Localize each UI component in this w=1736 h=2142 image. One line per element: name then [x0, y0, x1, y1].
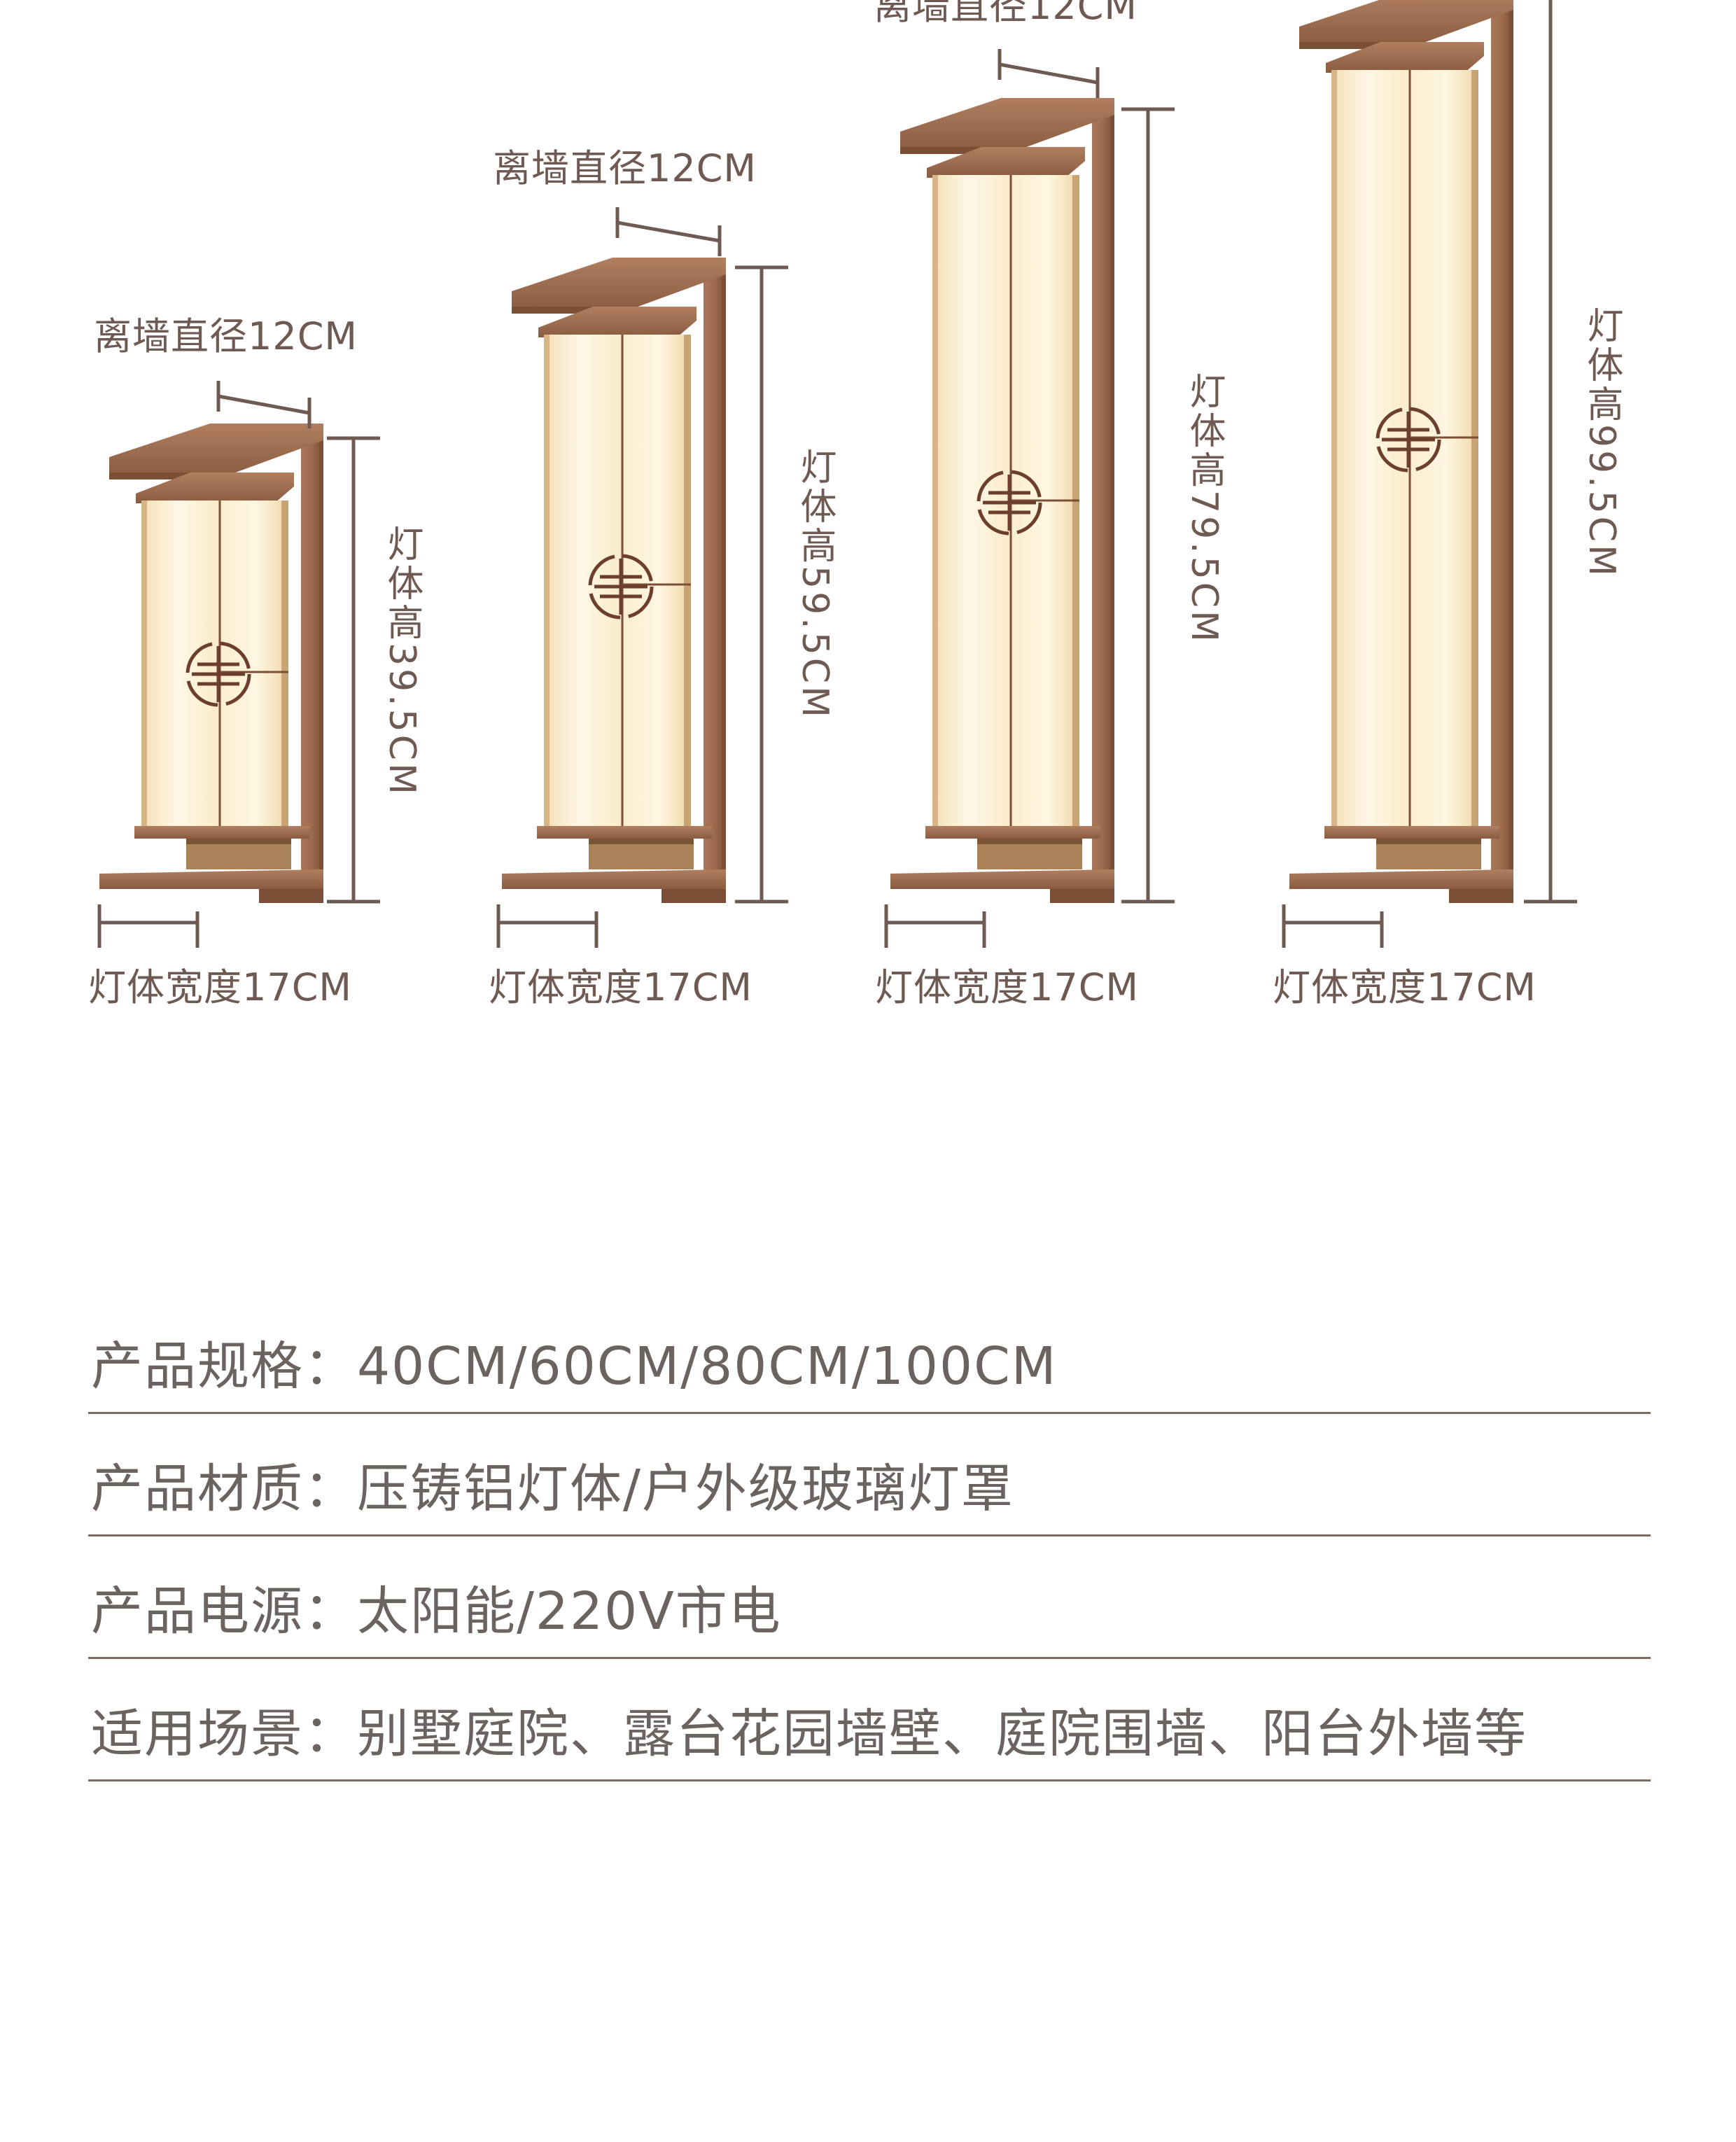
- glass-cap: [1326, 42, 1484, 73]
- depth-dimension-line: [617, 220, 720, 243]
- lamp-4-width-label: 灯体宽度17CM: [1273, 965, 1537, 1009]
- shou-ring: [186, 641, 251, 707]
- glass-edge-right: [1471, 70, 1478, 826]
- spec-label: 产品规格：: [91, 1336, 357, 1396]
- glass-edge-left: [141, 500, 147, 826]
- glass-cap: [538, 307, 696, 337]
- shou-ring: [588, 554, 654, 620]
- shou-symbol-icon: [1376, 407, 1441, 472]
- base-foot: [1050, 889, 1114, 903]
- depth-dimension-line: [999, 62, 1098, 85]
- base-foot: [662, 889, 726, 903]
- spec-text: 适用场景：别墅庭院、露台花园墙壁、庭院围墙、阳台外墙等: [91, 1708, 1527, 1760]
- shou-symbol-icon: [588, 554, 654, 620]
- spec-label: 产品电源：: [91, 1581, 357, 1642]
- glass-edge-left: [544, 335, 550, 826]
- spec-label: 适用场景：: [91, 1704, 357, 1764]
- spec-row-scene: 适用场景：别墅庭院、露台花园墙壁、庭院围墙、阳台外墙等: [88, 1676, 1651, 1782]
- glass-panel: [544, 335, 691, 826]
- base-foot: [1449, 889, 1513, 903]
- lamp-canopy: [109, 424, 323, 477]
- glass-cap: [136, 472, 294, 503]
- lamp-2-width-label: 灯体宽度17CM: [489, 965, 753, 1009]
- spec-row-material: 产品材质：压铸铝灯体/户外级玻璃灯罩: [88, 1432, 1651, 1536]
- socket-edge: [589, 839, 694, 844]
- spec-label: 产品材质：: [91, 1459, 357, 1519]
- lamp-illustrations: [97, 0, 1577, 948]
- canopy-edge: [900, 147, 1019, 154]
- wall-plate-edge: [1509, 0, 1513, 889]
- glass-bottom-cap: [1324, 826, 1499, 839]
- canopy-edge: [109, 472, 228, 479]
- lamp-1-height-label: 灯体高39.5CM: [381, 525, 423, 797]
- glass-edge-right: [684, 335, 691, 826]
- lamp-4: [1289, 0, 1513, 903]
- lamp-2: [502, 258, 726, 903]
- shou-symbol-icon: [976, 470, 1042, 536]
- lamp-canopy: [900, 98, 1114, 151]
- lamp-canopy: [1299, 0, 1513, 46]
- shou-symbol-icon: [186, 641, 251, 707]
- glass-bottom-cap: [537, 826, 712, 839]
- lamp-1-width-label: 灯体宽度17CM: [88, 965, 353, 1009]
- spec-text: 产品规格：40CM/60CM/80CM/100CM: [91, 1340, 1058, 1392]
- glass-bottom-cap: [134, 826, 309, 839]
- spec-text: 产品材质：压铸铝灯体/户外级玻璃灯罩: [91, 1463, 1014, 1515]
- glass-edge-left: [932, 175, 938, 826]
- socket-edge: [977, 839, 1082, 844]
- glass-edge-right: [281, 500, 288, 826]
- lamp-3-depth-label: 离墙直径12CM: [874, 0, 1138, 28]
- spec-value: 别墅庭院、露台花园墙壁、庭院围墙、阳台外墙等: [357, 1704, 1527, 1764]
- socket-edge: [186, 839, 291, 844]
- lamp-4-height-label: 灯体高99.5CM: [1581, 307, 1623, 579]
- wall-plate-edge: [722, 258, 726, 889]
- lamp-1: [99, 424, 323, 903]
- lamp-1-depth-label: 离墙直径12CM: [94, 314, 358, 358]
- spec-row-size: 产品规格：40CM/60CM/80CM/100CM: [88, 1309, 1651, 1414]
- socket-edge: [1376, 839, 1481, 844]
- shou-ring: [1376, 407, 1441, 472]
- spec-row-power: 产品电源：太阳能/220V市电: [88, 1554, 1651, 1659]
- base-foot: [259, 889, 323, 903]
- wall-plate-edge: [1110, 98, 1114, 889]
- glass-edge-left: [1331, 70, 1337, 826]
- wall-plate-edge: [319, 424, 323, 889]
- glass-cap: [927, 147, 1085, 178]
- lamp-base: [502, 869, 726, 889]
- lamp-base: [99, 869, 323, 889]
- lamp-2-depth-label: 离墙直径12CM: [493, 146, 757, 190]
- spec-text: 产品电源：太阳能/220V市电: [91, 1586, 782, 1637]
- lamp-3-width-label: 灯体宽度17CM: [875, 965, 1140, 1009]
- shou-ring: [976, 470, 1042, 536]
- canopy-edge: [1299, 42, 1418, 49]
- spec-value: 太阳能/220V市电: [357, 1581, 782, 1642]
- spec-value: 压铸铝灯体/户外级玻璃灯罩: [357, 1459, 1014, 1519]
- lamp-base: [1289, 869, 1513, 889]
- lamp-3: [890, 98, 1114, 903]
- depth-dimension-line: [218, 394, 310, 415]
- lamp-3-height-label: 灯体高79.5CM: [1183, 372, 1225, 645]
- canopy-edge: [512, 307, 631, 314]
- lamp-base: [890, 869, 1114, 889]
- spec-value: 40CM/60CM/80CM/100CM: [357, 1336, 1058, 1396]
- lamp-2-height-label: 灯体高59.5CM: [794, 448, 836, 720]
- glass-bottom-cap: [925, 826, 1100, 839]
- lamp-canopy: [512, 258, 726, 311]
